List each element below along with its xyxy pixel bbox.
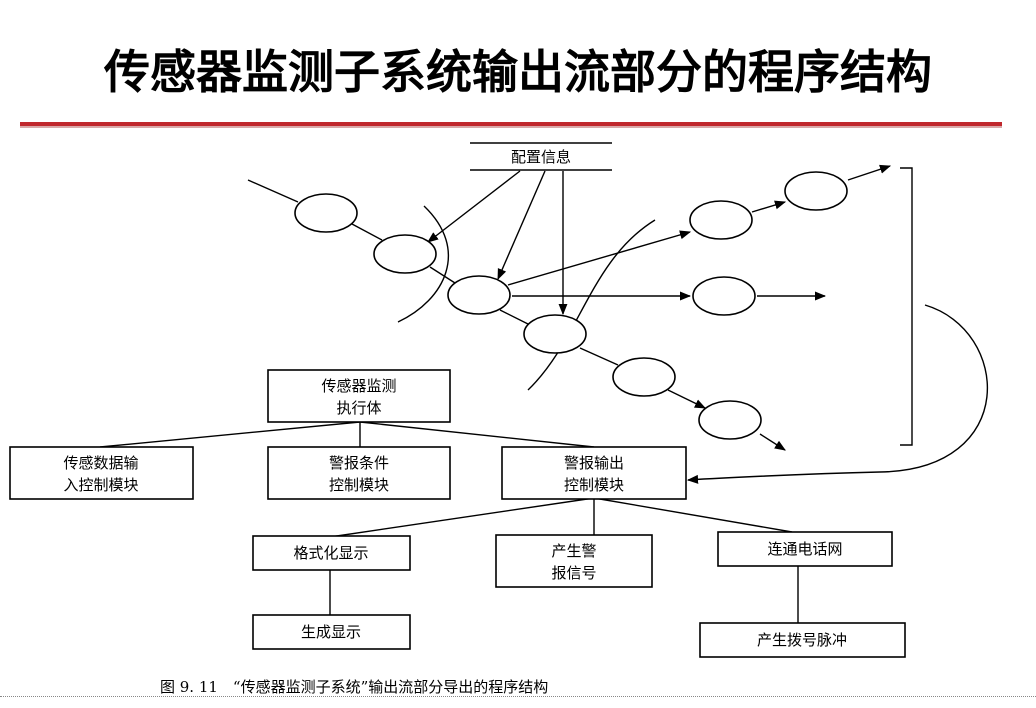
flow-node-5 bbox=[698, 400, 762, 440]
bottom-divider bbox=[0, 696, 1036, 697]
flow-line-e bbox=[667, 389, 707, 409]
flow-node-up-1 bbox=[689, 200, 753, 240]
config-arrow-2 bbox=[497, 170, 546, 281]
config-info-label: 配置信息 bbox=[511, 148, 571, 166]
node-input-line1: 传感数据输 bbox=[63, 454, 138, 472]
node-alarm-line1: 产生警 bbox=[551, 542, 596, 560]
edge-root-input bbox=[99, 421, 361, 448]
node-output-control bbox=[501, 446, 687, 500]
flow-node-mid bbox=[692, 276, 756, 316]
flow-node-1 bbox=[294, 193, 358, 233]
data-flow-graph: 配置信息 bbox=[247, 142, 989, 484]
node-generate-label: 生成显示 bbox=[301, 623, 361, 641]
flow-branch-up-out bbox=[847, 164, 892, 181]
flow-line-d bbox=[579, 347, 619, 366]
node-root bbox=[267, 369, 451, 423]
flow-node-center bbox=[447, 275, 511, 315]
flow-line-b bbox=[429, 266, 456, 284]
node-phone-label: 连通电话网 bbox=[767, 540, 842, 558]
flow-node-4 bbox=[612, 357, 676, 397]
node-input-control bbox=[9, 446, 194, 500]
boundary-arc-left bbox=[397, 205, 450, 323]
mapping-arrow bbox=[686, 304, 989, 484]
node-root-line2: 执行体 bbox=[336, 399, 381, 417]
node-format-label: 格式化显示 bbox=[293, 544, 368, 562]
flow-line-f bbox=[759, 433, 786, 451]
flow-node-2 bbox=[373, 234, 437, 274]
flow-branch-up bbox=[507, 230, 692, 286]
slide-title: 传感器监测子系统输出流部分的程序结构 bbox=[104, 45, 932, 99]
output-bracket bbox=[900, 167, 913, 446]
config-arrow-1 bbox=[427, 170, 521, 243]
boundary-arc-right bbox=[527, 219, 656, 391]
node-dial-label: 产生拨号脉冲 bbox=[757, 631, 847, 649]
edge-output-format bbox=[329, 497, 595, 538]
flow-node-3 bbox=[523, 314, 587, 354]
node-input-line2: 入控制模块 bbox=[63, 476, 138, 494]
structure-chart: 传感器监测 执行体 传感数据输 入控制模块 警报条件 控制模块 警报输出 控制模… bbox=[9, 369, 906, 658]
flow-line-c bbox=[499, 309, 531, 326]
flow-node-up-2 bbox=[784, 171, 848, 211]
node-root-line1: 传感器监测 bbox=[321, 377, 396, 395]
node-output-line1: 警报输出 bbox=[564, 454, 624, 472]
node-condition-line2: 控制模块 bbox=[329, 476, 389, 494]
node-alarm-signal bbox=[495, 534, 653, 588]
node-condition-control bbox=[267, 446, 451, 500]
edge-root-output bbox=[359, 421, 595, 448]
edge-output-phone bbox=[593, 497, 793, 533]
node-phone-network bbox=[717, 531, 893, 567]
figure-caption: 图 9. 11 “传感器监测子系统”输出流部分导出的程序结构 bbox=[160, 678, 548, 696]
node-format-display bbox=[252, 535, 411, 571]
title-divider bbox=[20, 122, 1002, 126]
title-divider-shadow bbox=[20, 126, 1002, 128]
node-generate-display bbox=[252, 614, 411, 650]
flow-in-line bbox=[247, 179, 299, 203]
node-alarm-line2: 报信号 bbox=[551, 564, 596, 582]
node-condition-line1: 警报条件 bbox=[329, 454, 389, 472]
node-dial-pulse bbox=[699, 622, 906, 658]
node-output-line2: 控制模块 bbox=[564, 476, 624, 494]
flow-branch-up-2 bbox=[751, 200, 787, 213]
flow-line-a bbox=[351, 223, 383, 241]
